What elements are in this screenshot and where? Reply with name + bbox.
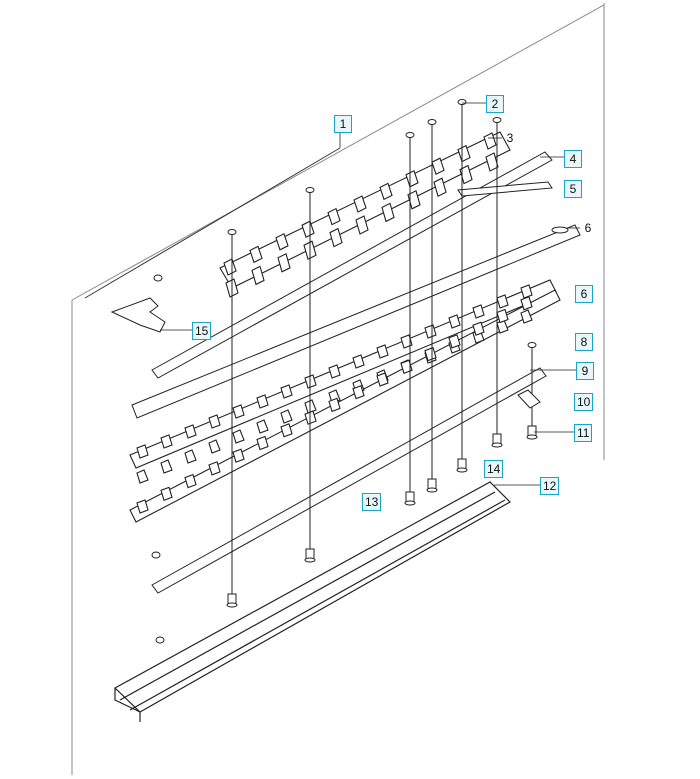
blade-tooth — [483, 132, 499, 172]
callout-6b: 6 — [575, 285, 593, 303]
callout-5: 5 — [564, 180, 582, 198]
blade-tooth — [184, 424, 197, 489]
middle-blades — [129, 279, 561, 523]
blade-group-outline — [84, 147, 341, 299]
top-blade — [219, 131, 511, 298]
blade-tooth — [136, 444, 149, 514]
blade-tooth — [379, 182, 395, 223]
callout-8: 8 — [575, 333, 593, 351]
callout-11: 11 — [574, 424, 593, 442]
callout-4: 4 — [564, 150, 582, 168]
blade-tooth — [232, 404, 245, 463]
callout-9: 9 — [576, 362, 594, 380]
leader-lines — [160, 102, 580, 486]
bolt — [404, 132, 416, 506]
handle-piece — [110, 274, 166, 333]
guide-bars — [151, 151, 553, 379]
blade-tooth — [424, 324, 437, 364]
blade-tooth — [280, 384, 293, 438]
bolt — [304, 187, 316, 563]
nut — [155, 636, 165, 644]
blade-tooth — [249, 245, 265, 286]
callout-3: 3 — [506, 131, 514, 145]
blade-tooth — [520, 284, 533, 324]
blade-guard-channel — [113, 481, 511, 722]
bolt — [456, 99, 468, 473]
blade-tooth — [448, 314, 461, 354]
callout-6: 6 — [584, 221, 592, 235]
blade-tooth — [376, 344, 389, 387]
blade-tooth — [496, 294, 509, 334]
bolt — [491, 117, 503, 448]
lower-bar — [151, 367, 547, 594]
blade-tooth — [208, 414, 221, 476]
bolt — [226, 229, 238, 608]
callout-12: 12 — [540, 477, 560, 495]
blade-tooth — [352, 354, 365, 400]
bolt — [526, 342, 538, 440]
blade-tooth — [275, 233, 291, 273]
blade-tooth — [431, 157, 447, 197]
bolt — [426, 119, 438, 493]
spacer-bar — [131, 224, 581, 419]
callout-15: 15 — [192, 322, 212, 340]
blade-tooth — [400, 334, 413, 375]
nut — [151, 551, 161, 559]
callout-14: 14 — [484, 460, 504, 478]
blade-tooth — [472, 304, 485, 344]
clip-part — [517, 389, 541, 409]
blade-tooth — [457, 144, 473, 185]
blade-tooth — [327, 207, 343, 248]
blade-tooth — [256, 394, 269, 451]
callout-13: 13 — [362, 493, 382, 511]
blade-tooth — [353, 195, 369, 235]
blade-tooth — [160, 434, 173, 502]
callout-2: 2 — [486, 95, 504, 113]
bolts — [151, 99, 538, 644]
blade-tooth — [328, 364, 341, 413]
blade-tooth — [405, 170, 421, 210]
callout-10: 10 — [574, 393, 594, 411]
callout-1: 1 — [334, 115, 352, 133]
